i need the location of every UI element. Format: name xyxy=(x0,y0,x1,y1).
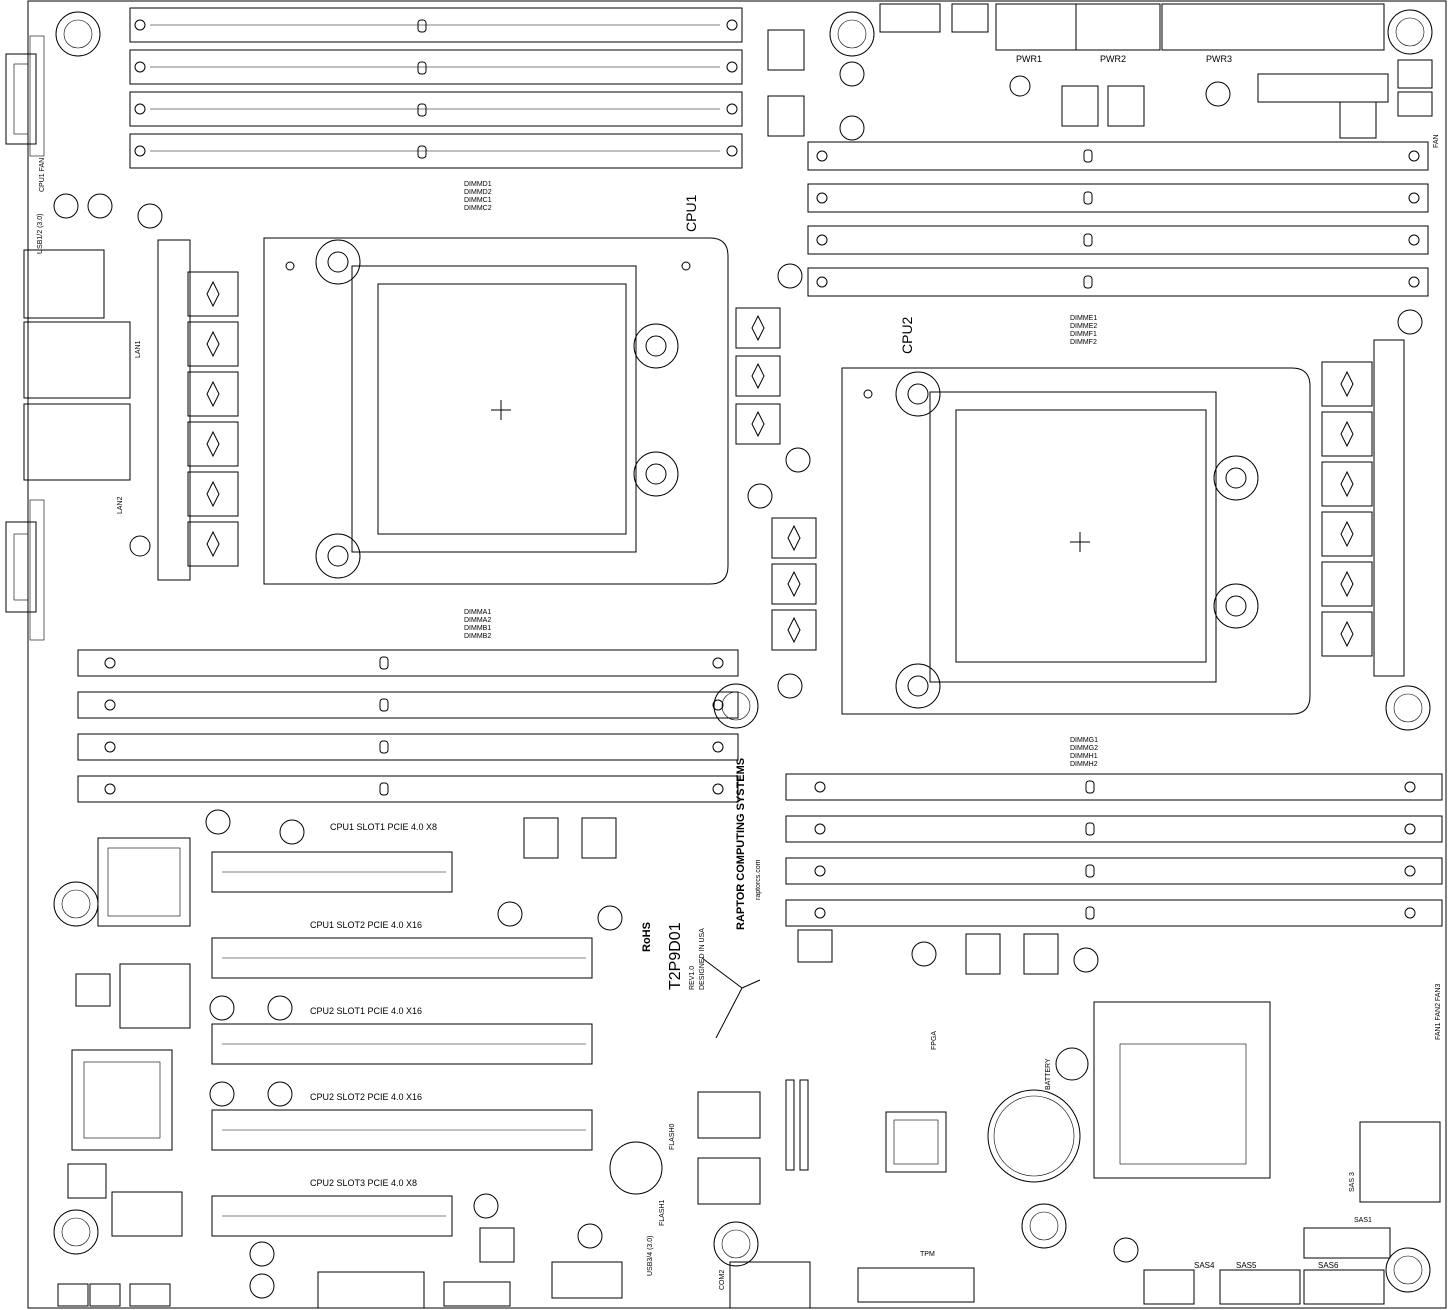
pcie-slots xyxy=(211,851,593,1237)
top-connectors xyxy=(777,3,1433,335)
sas3-label: SAS 3 xyxy=(1349,1172,1356,1192)
raptor-logo-icon xyxy=(701,957,761,1039)
fan-label-top-right: FAN xyxy=(1433,134,1440,148)
dimm-label: DIMMD1 xyxy=(464,181,492,188)
dimm-label: DIMMF2 xyxy=(1070,339,1097,346)
center-bottom-components xyxy=(609,683,1441,1293)
dimm-labels: DIMMD1 DIMMD2 DIMMC1 DIMMC2 DIMMA1 DIMMA… xyxy=(464,181,1098,768)
dimm-label: DIMMH2 xyxy=(1070,761,1098,768)
cpu2-label: CPU2 xyxy=(899,316,915,354)
cpu1-socket xyxy=(263,237,729,585)
cpu1-fan-label: CPU1 FAN xyxy=(39,158,46,192)
flash0-label: FLASH0 xyxy=(669,1123,676,1150)
sas6-label: SAS6 xyxy=(1318,1261,1339,1270)
dimm-label: DIMMA1 xyxy=(464,609,491,616)
cpu1-label: CPU1 xyxy=(683,194,699,232)
dimm-bank-cpu1-top xyxy=(129,7,743,169)
pcie-slot-label: CPU2 SLOT3 PCIE 4.0 X8 xyxy=(310,1178,417,1188)
branding: T2P9D01 REV1.0 DESIGNED IN USA RAPTOR CO… xyxy=(641,758,762,1039)
pcie-slot-labels: CPU1 SLOT1 PCIE 4.0 X8 CPU1 SLOT2 PCIE 4… xyxy=(310,822,437,1188)
pwr2-label: PWR2 xyxy=(1100,54,1126,64)
cpu2-socket xyxy=(841,367,1311,715)
dimm-label: DIMMC1 xyxy=(464,197,492,204)
dimm-bank-cpu2-bottom xyxy=(785,773,1443,927)
com-label: COM2 xyxy=(719,1270,726,1290)
sas4-label: SAS4 xyxy=(1194,1261,1215,1270)
cpu1-vrm-right xyxy=(735,307,817,651)
board-rev: REV1.0 xyxy=(689,966,696,990)
bottom-connectors xyxy=(57,1223,1385,1309)
vendor-url: raptorcs.com xyxy=(755,859,762,900)
usb34-label: USB3/4 (3.0) xyxy=(647,1236,654,1276)
dimm-bank-cpu2-top xyxy=(807,141,1429,297)
dimm-bank-cpu1-bottom xyxy=(77,649,739,803)
pcie-slot-label: CPU2 SLOT2 PCIE 4.0 X16 xyxy=(310,1092,422,1102)
lan2-label: LAN2 xyxy=(117,496,124,514)
cpu2-vrm xyxy=(1321,339,1405,677)
dimm-label: DIMME1 xyxy=(1070,315,1097,322)
mid-regulators xyxy=(67,29,1377,1263)
pwr1-label: PWR1 xyxy=(1016,54,1042,64)
pcie-slot-label: CPU1 SLOT1 PCIE 4.0 X8 xyxy=(330,822,437,832)
sas5-label: SAS5 xyxy=(1236,1261,1257,1270)
left-bottom-components xyxy=(53,193,191,1255)
dimm-label: DIMMF1 xyxy=(1070,331,1097,338)
tpm-label: TPM xyxy=(920,1251,935,1258)
pcie-slot-label: CPU1 SLOT2 PCIE 4.0 X16 xyxy=(310,920,422,930)
lan1-label: LAN1 xyxy=(135,340,142,358)
board-outline xyxy=(27,0,1447,1309)
sas1-label: SAS1 xyxy=(1354,1217,1372,1224)
dimm-label: DIMME2 xyxy=(1070,323,1097,330)
battery-label: BATTERY xyxy=(1045,1058,1052,1090)
fpga-label: FPGA xyxy=(931,1031,938,1050)
dimm-label: DIMMA2 xyxy=(464,617,491,624)
rohs-mark: RoHS xyxy=(641,922,653,952)
cpu1-vrm xyxy=(157,239,239,581)
dimm-label: DIMMG2 xyxy=(1070,745,1098,752)
dimm-label: DIMMC2 xyxy=(464,205,492,212)
dimm-label: DIMMB2 xyxy=(464,633,491,640)
dimm-label: DIMMG1 xyxy=(1070,737,1098,744)
pcie-slot-label: CPU2 SLOT1 PCIE 4.0 X16 xyxy=(310,1006,422,1016)
board-model: T2P9D01 xyxy=(667,922,684,990)
dimm-label: DIMMH1 xyxy=(1070,753,1098,760)
capacitors xyxy=(205,447,1139,1263)
usb12-label: USB1/2 (3.0) xyxy=(37,214,44,254)
pwr3-label: PWR3 xyxy=(1206,54,1232,64)
flash1-label: FLASH1 xyxy=(659,1199,666,1226)
fan-labels-right: FAN1 FAN2 FAN3 xyxy=(1435,983,1442,1040)
rear-io xyxy=(5,11,131,641)
vendor-name: RAPTOR COMPUTING SYSTEMS xyxy=(735,758,747,930)
dimm-label: DIMMB1 xyxy=(464,625,491,632)
dimm-label: DIMMD2 xyxy=(464,189,492,196)
